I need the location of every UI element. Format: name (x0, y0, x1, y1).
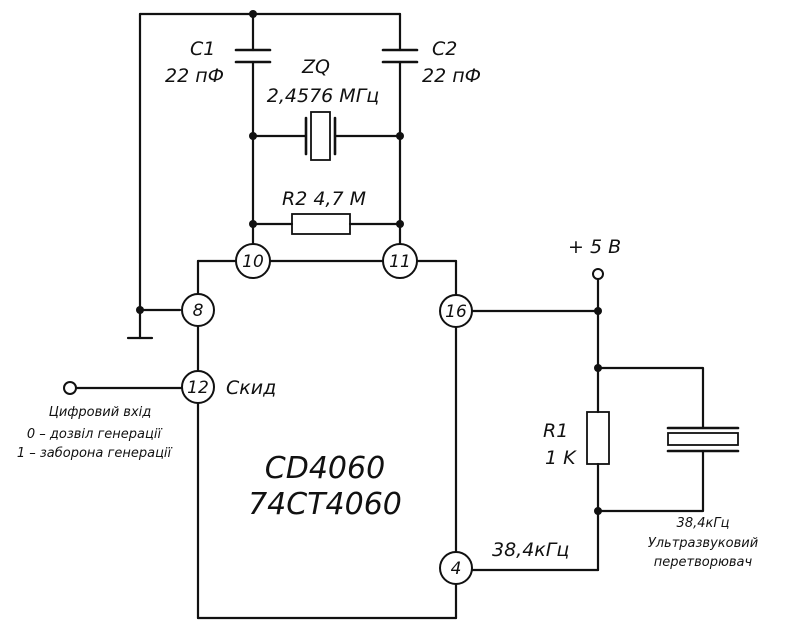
resistor-r2 (291, 213, 351, 235)
chip-name-line2: 74CT4060 (248, 487, 402, 522)
pin-4-label: 4 (451, 559, 462, 579)
ultrasonic-transducer (666, 426, 740, 453)
pin-11-label: 11 (389, 252, 411, 272)
c2-name: C2 (432, 38, 457, 60)
pin-12: 12 (181, 370, 215, 404)
junction-dot (396, 132, 404, 140)
junction-dot (594, 507, 602, 515)
capacitor-c2 (381, 48, 419, 64)
pin-8: 8 (181, 293, 215, 327)
pin-16: 16 (439, 294, 473, 328)
pin-4: 4 (439, 551, 473, 585)
r1-name: R1 (543, 420, 568, 442)
input-line-0: 0 – дозвіл генерації (27, 427, 163, 442)
transducer-bottom-wire (596, 449, 705, 513)
junction-dot (249, 132, 257, 140)
junction-dot (136, 306, 144, 314)
chip-name-line1: CD4060 (265, 451, 385, 486)
output-frequency-label: 38,4кГц (492, 539, 569, 561)
capacitor-c1 (234, 48, 272, 64)
junction-dot (249, 220, 257, 228)
c1-name: C1 (190, 38, 215, 60)
input-terminal[interactable] (63, 381, 77, 395)
reset-label: Скид (226, 377, 276, 399)
r1-value: 1 K (545, 447, 577, 469)
zq-name: ZQ (301, 56, 330, 78)
junction-dot (594, 364, 602, 372)
pin-16-label: 16 (445, 302, 467, 322)
zq-value: 2,4576 МГц (267, 85, 379, 107)
c1-value: 22 пФ (165, 65, 224, 87)
resistor-r1 (586, 411, 610, 465)
junction-dot (594, 307, 602, 315)
junction-dot (249, 10, 257, 18)
pin-10: 10 (235, 243, 271, 279)
junction-dot (396, 220, 404, 228)
transducer-top-wire (596, 366, 705, 430)
wires (74, 12, 705, 620)
transducer-frequency: 38,4кГц (677, 516, 730, 531)
pin-12-label: 12 (187, 378, 209, 398)
vcc-label: + 5 В (568, 236, 621, 258)
pin-11: 11 (382, 243, 418, 279)
junctions (136, 10, 602, 515)
input-title: Цифровий вхід (49, 405, 152, 420)
pin-10-label: 10 (242, 252, 264, 272)
r2-label: R2 4,7 М (282, 188, 366, 210)
c2-value: 22 пФ (422, 65, 481, 87)
transducer-line-2: перетворювач (654, 555, 753, 570)
pin-8-label: 8 (193, 301, 204, 321)
input-line-1: 1 – заборона генерації (17, 446, 173, 461)
crystal-zq (304, 111, 337, 161)
transducer-line-1: Ультразвуковий (648, 536, 758, 551)
vcc-terminal (592, 268, 604, 280)
